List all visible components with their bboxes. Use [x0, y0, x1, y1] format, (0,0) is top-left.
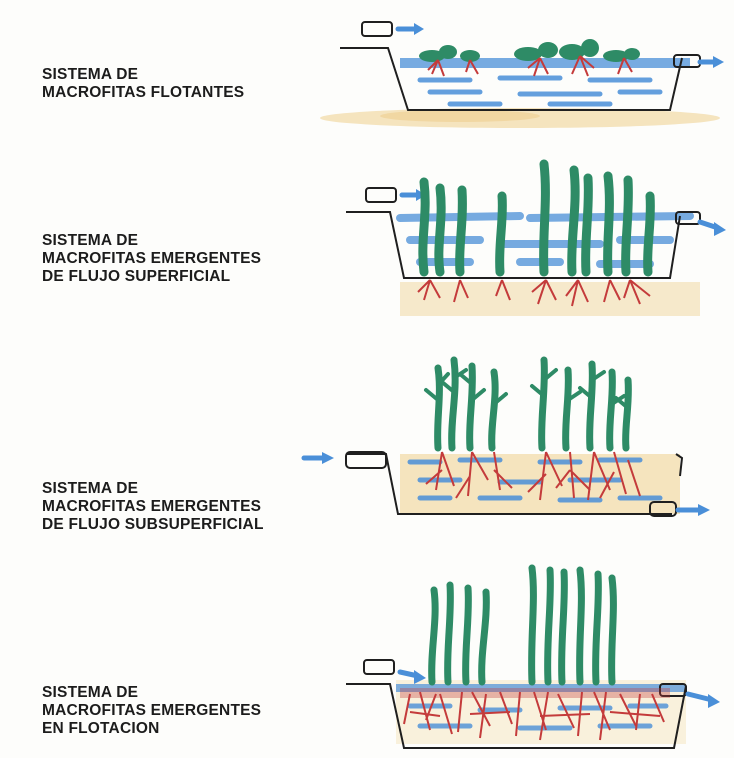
arrow-head-icon [414, 23, 424, 35]
inlet-pipe [364, 660, 394, 674]
inlet-pipe [366, 188, 396, 202]
arrow-head-icon [708, 694, 720, 708]
arrow-head-icon [698, 504, 710, 516]
panel-floating [320, 22, 724, 128]
panel-emergent-floating [346, 568, 720, 748]
arrow-head-icon [713, 56, 724, 68]
inlet-pipe [362, 22, 392, 36]
emergent-stems [432, 568, 614, 682]
panel-emergent-surface [346, 164, 726, 316]
water-strokes [420, 78, 660, 104]
panel-emergent-subsurface [304, 360, 710, 516]
arrow-head-icon [714, 222, 726, 236]
soil-patch [380, 110, 540, 122]
arrow-head-icon [322, 452, 334, 464]
